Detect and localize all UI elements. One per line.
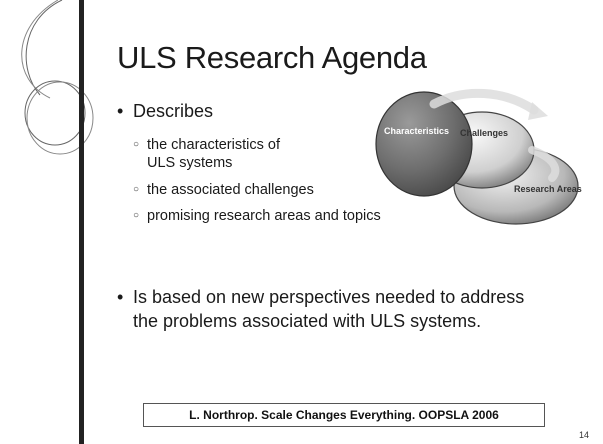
sub-bullet-challenges: ○the associated challenges [133,182,314,198]
decorative-rings [21,0,94,155]
sub-bullet-characteristics: ○the characteristics of [133,137,280,153]
sub-bullet-research-areas: ○promising research areas and topics [133,208,381,224]
arrowhead-icon [528,102,548,120]
diagram-label-challenges: Challenges [460,128,508,138]
vertical-divider [79,0,84,444]
citation-box: L. Northrop. Scale Changes Everything. O… [143,403,545,427]
diagram-label-characteristics: Characteristics [384,126,449,136]
page-number: 14 [578,430,589,440]
slide-title: ULS Research Agenda [117,40,427,75]
diagram-label-research-areas: Research Areas [514,184,582,194]
bullet-based-on: •Is based on new perspectives needed to … [117,287,525,307]
arrow-icon-2 [528,146,560,182]
arrow-icon [429,88,539,115]
research-agenda-diagram: Characteristics Challenges Research Area… [375,88,582,225]
bullet-based-on-cont: the problems associated with ULS systems… [133,311,482,331]
characteristics-ellipse [375,91,473,197]
bullet-describes: •Describes [117,101,214,121]
sub-bullet-characteristics-cont: ULS systems [147,155,233,171]
